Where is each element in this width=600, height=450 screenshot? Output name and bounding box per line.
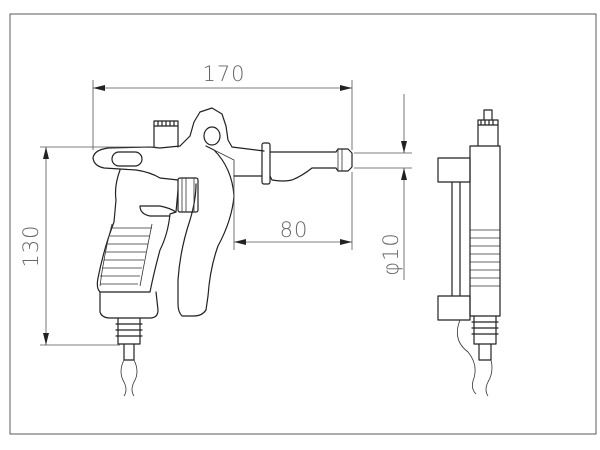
trigger-inner — [213, 149, 235, 186]
handle-ribs — [100, 227, 152, 285]
dim-label-80: 80 — [280, 218, 309, 242]
grip-slot — [111, 151, 143, 167]
drawing-frame — [9, 13, 597, 435]
nozzle-tip-detail — [337, 149, 343, 171]
front-trigger-bar — [451, 181, 461, 297]
hose-wire-left — [120, 359, 127, 397]
trigger — [177, 145, 235, 317]
connector-lines — [181, 178, 195, 212]
handle-cap — [99, 291, 159, 319]
front-trigger-bottom — [437, 295, 471, 321]
front-top-knob — [477, 119, 499, 147]
bottom-fitting — [115, 317, 143, 361]
dim-nozzle-diameter: φ10 — [354, 94, 412, 280]
top-knob — [153, 120, 179, 148]
front-hose-left — [456, 319, 477, 395]
gun-side-view — [92, 107, 353, 397]
dim-nozzle-length: 80 — [233, 172, 353, 250]
barrel-flange — [261, 142, 271, 185]
front-knob-stem — [483, 109, 493, 121]
front-ribs — [470, 229, 500, 287]
handle-outline — [96, 169, 179, 293]
front-body — [469, 145, 501, 317]
dim-label-170: 170 — [202, 62, 245, 86]
dim-label-130: 130 — [19, 224, 43, 267]
trigger-ring — [203, 126, 221, 146]
dim-height: 130 — [19, 146, 156, 346]
gun-front-view — [437, 109, 501, 397]
handle-rib-border — [99, 223, 153, 287]
dim-label-phi10: φ10 — [379, 232, 403, 276]
gun-body-outline — [92, 107, 265, 181]
front-hose-right — [485, 359, 493, 397]
dim-overall-length: 170 — [92, 62, 353, 150]
front-trigger-top — [437, 157, 471, 183]
hose-wire-right — [131, 359, 138, 397]
front-bottom-fitting — [471, 315, 499, 361]
nozzle-barrel — [269, 148, 353, 182]
